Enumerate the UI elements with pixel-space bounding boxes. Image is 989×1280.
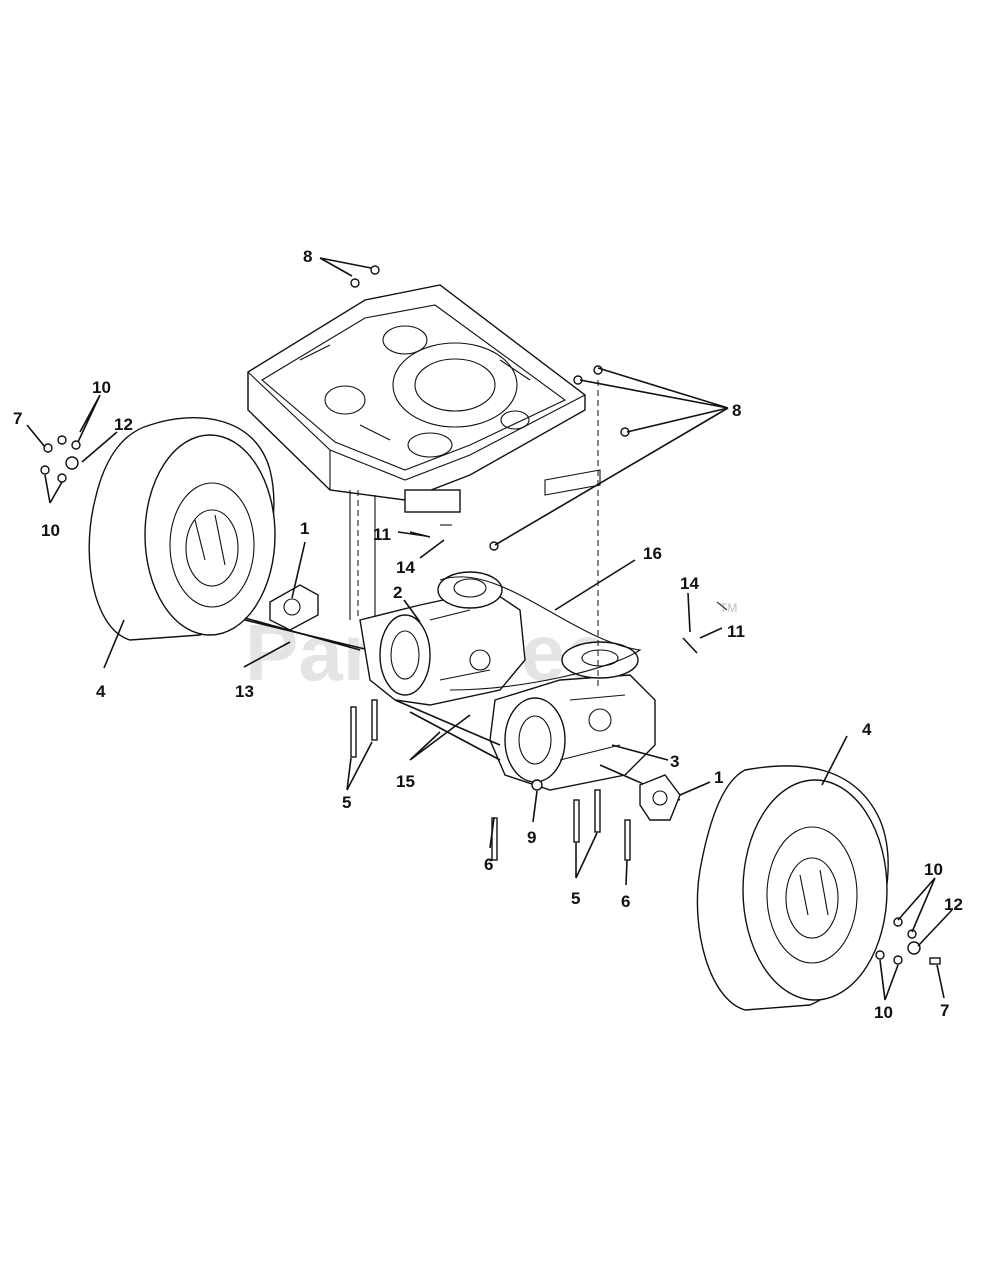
callout-14-right: 14 [680,574,699,593]
frame-supports [394,699,501,761]
callout-11-right: 11 [727,622,745,641]
callout-6-left: 6 [484,855,493,874]
callout-4-right: 4 [862,720,872,739]
callout-10-right-bottom: 10 [874,1003,893,1022]
watermark-tm: TM [720,601,737,615]
callout-14-left: 14 [396,558,415,577]
right-hub [639,774,681,821]
rod-13 [244,617,361,651]
callout-9: 9 [527,828,536,847]
callout-8-right: 8 [732,401,741,420]
callout-3: 3 [670,752,679,771]
callout-4-left: 4 [96,682,106,701]
callout-5-right: 5 [571,889,580,908]
callout-labels: 8 8 10 7 12 10 4 1 11 14 2 16 14 11 13 3… [13,247,963,1022]
callout-15: 15 [396,772,415,791]
callout-1-left: 1 [300,519,309,538]
transaxle-right [489,641,656,791]
callout-16: 16 [643,544,662,563]
frame-plate [247,284,601,620]
leader-lines [26,257,953,1001]
callout-10-left-bottom: 10 [41,521,60,540]
callout-7-left: 7 [13,409,22,428]
drive-belt [439,576,642,691]
callout-8-top: 8 [303,247,312,266]
transaxle-left [359,571,526,706]
callout-13: 13 [235,682,254,701]
callout-7-right: 7 [940,1001,949,1020]
right-wheel [696,765,889,1011]
callout-12-left: 12 [114,415,133,434]
callout-11-left: 11 [373,525,391,544]
callout-10-right-top: 10 [924,860,943,879]
callout-1-right: 1 [714,768,723,787]
left-wheel [88,417,276,641]
callout-2: 2 [393,583,402,602]
callout-6-right: 6 [621,892,630,911]
callout-5-left: 5 [342,793,351,812]
callout-12-right: 12 [944,895,963,914]
left-hub [269,584,319,631]
callout-10-left-top: 10 [92,378,111,397]
